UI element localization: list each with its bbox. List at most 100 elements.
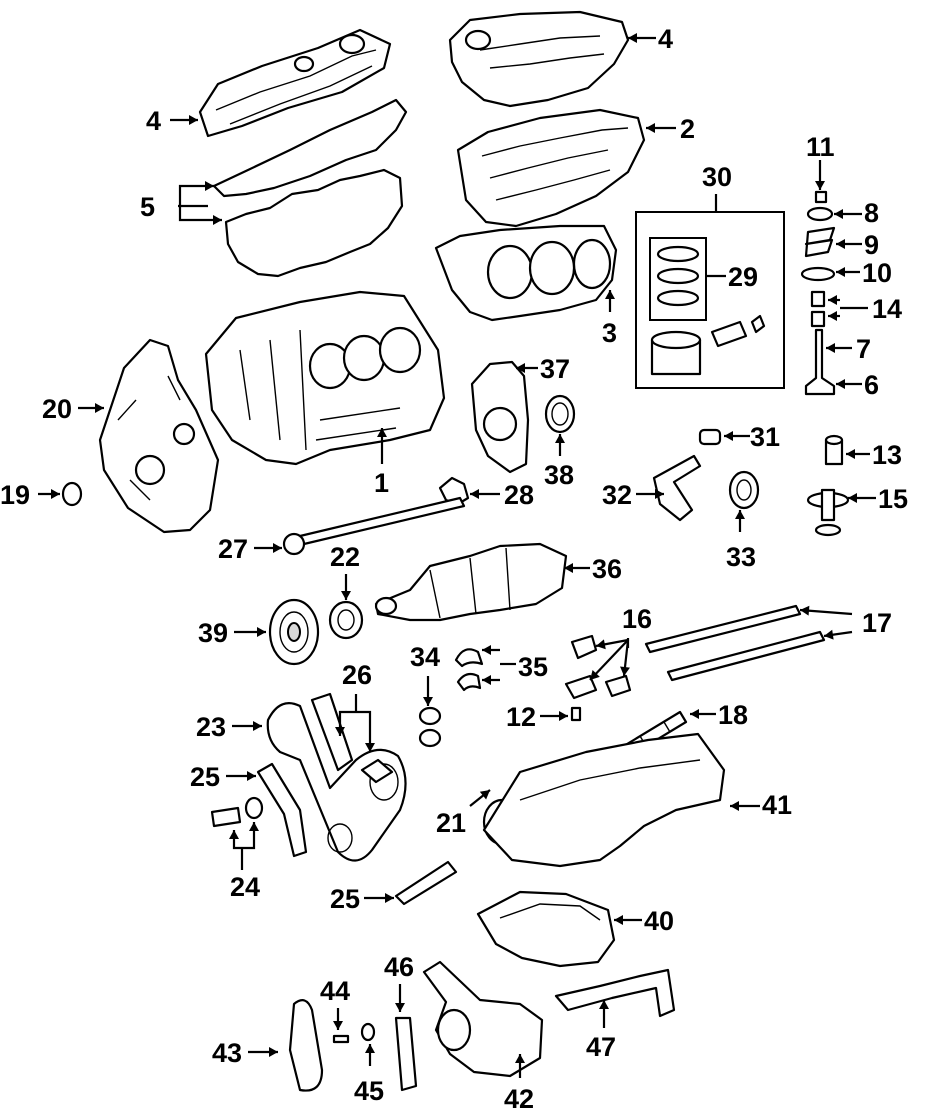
leader-line xyxy=(589,639,629,681)
drive-belt xyxy=(288,999,324,1092)
bearing-cap xyxy=(438,476,470,506)
leader-arrowhead xyxy=(836,379,845,389)
leader-arrowhead xyxy=(846,449,855,459)
callout-19: 19 xyxy=(0,480,30,510)
leader-arrowhead xyxy=(515,1054,525,1063)
callout-46: 46 xyxy=(384,952,414,982)
callout-35: 35 xyxy=(518,652,548,682)
piston-assembly-box xyxy=(635,211,785,389)
pump-key xyxy=(332,1034,350,1044)
leader-arrowhead xyxy=(836,239,845,249)
leader-arrowhead xyxy=(95,403,104,413)
callout-38: 38 xyxy=(544,460,574,490)
leader-arrowhead xyxy=(377,428,387,437)
leader-arrowhead xyxy=(599,1000,609,1009)
leader-arrowhead xyxy=(800,605,810,616)
cylinder-head xyxy=(456,108,646,228)
callout-25-lower: 25 xyxy=(330,884,360,914)
balance-shaft xyxy=(282,496,466,556)
callout-1: 1 xyxy=(374,468,389,498)
callout-37: 37 xyxy=(540,354,570,384)
callout-34: 34 xyxy=(410,642,440,672)
oil-pump xyxy=(422,960,544,1078)
leader-arrowhead xyxy=(555,434,565,443)
valve-cover-right xyxy=(448,10,630,108)
callout-16: 16 xyxy=(622,604,652,634)
leader-arrowhead xyxy=(848,493,857,503)
leader-arrowhead xyxy=(479,790,490,800)
pump-spring xyxy=(360,1022,376,1042)
leader-arrowhead xyxy=(333,1021,343,1030)
callout-8: 8 xyxy=(864,198,879,228)
oil-pan-lower xyxy=(476,890,616,968)
leader-arrowhead xyxy=(385,893,394,903)
harmonic-balancer xyxy=(268,598,320,666)
callout-22: 22 xyxy=(330,542,360,572)
callout-4-right: 4 xyxy=(658,24,673,54)
leader-arrowhead xyxy=(482,675,491,685)
callout-26: 26 xyxy=(342,660,372,690)
head-gasket xyxy=(434,224,618,322)
rocker-arms xyxy=(564,634,632,700)
oil-pickup-tube xyxy=(554,968,676,1018)
callout-45: 45 xyxy=(354,1076,384,1106)
leader-arrowhead xyxy=(828,311,837,321)
leader-arrowhead xyxy=(516,363,525,373)
callout-3: 3 xyxy=(602,318,617,348)
callout-32: 32 xyxy=(602,480,632,510)
leader-arrowhead xyxy=(590,670,600,680)
chain-tensioner xyxy=(310,692,394,784)
leader-arrowhead xyxy=(824,629,834,640)
callout-21: 21 xyxy=(436,808,466,838)
leader-arrowhead xyxy=(365,1044,375,1053)
valve-cover-left xyxy=(198,28,392,138)
callout-14: 14 xyxy=(872,294,902,324)
callout-47: 47 xyxy=(586,1032,616,1062)
leader-arrowhead xyxy=(828,295,837,305)
callout-30: 30 xyxy=(702,162,732,192)
leader-arrowhead xyxy=(365,743,375,752)
leader-arrowhead xyxy=(273,543,282,553)
callout-24: 24 xyxy=(230,872,260,902)
callout-2: 2 xyxy=(680,114,695,144)
callout-15: 15 xyxy=(878,484,908,514)
crankshaft xyxy=(374,542,568,622)
chain-guide-lower xyxy=(394,860,458,906)
callout-28: 28 xyxy=(504,480,534,510)
leader-line xyxy=(356,710,372,752)
callout-44: 44 xyxy=(320,976,350,1006)
leader-arrowhead xyxy=(646,123,655,133)
valve-train-parts xyxy=(800,190,850,537)
leader-arrowhead xyxy=(253,721,262,731)
bolt-and-washer xyxy=(210,796,264,828)
callout-29: 29 xyxy=(728,262,758,292)
leader-arrowhead xyxy=(257,627,266,637)
connecting-rod xyxy=(652,428,760,522)
leader-arrowhead xyxy=(482,645,491,655)
leader-lines xyxy=(38,33,876,1078)
leader-arrowhead xyxy=(213,215,222,225)
leader-arrowhead xyxy=(730,801,739,811)
leader-arrowhead xyxy=(605,290,615,299)
dowel-pin xyxy=(570,706,582,722)
leader-arrowhead xyxy=(205,181,214,191)
callout-31: 31 xyxy=(750,422,780,452)
leader-arrowhead xyxy=(229,830,239,839)
callout-23: 23 xyxy=(196,712,226,742)
callout-12: 12 xyxy=(506,702,536,732)
callout-4-left: 4 xyxy=(146,106,161,136)
timing-chain xyxy=(266,702,407,862)
callout-10: 10 xyxy=(862,258,892,288)
leader-arrowhead xyxy=(247,771,256,781)
callout-9: 9 xyxy=(864,230,879,260)
leader-arrowhead xyxy=(836,267,845,277)
leader-arrowhead xyxy=(423,697,433,706)
leader-arrowhead xyxy=(815,181,825,190)
callout-25-upper: 25 xyxy=(190,762,220,792)
leader-arrowhead xyxy=(826,343,835,353)
leader-arrowhead xyxy=(470,489,479,499)
callout-13: 13 xyxy=(872,440,902,470)
rear-seal xyxy=(544,394,576,434)
callout-36: 36 xyxy=(592,554,622,584)
